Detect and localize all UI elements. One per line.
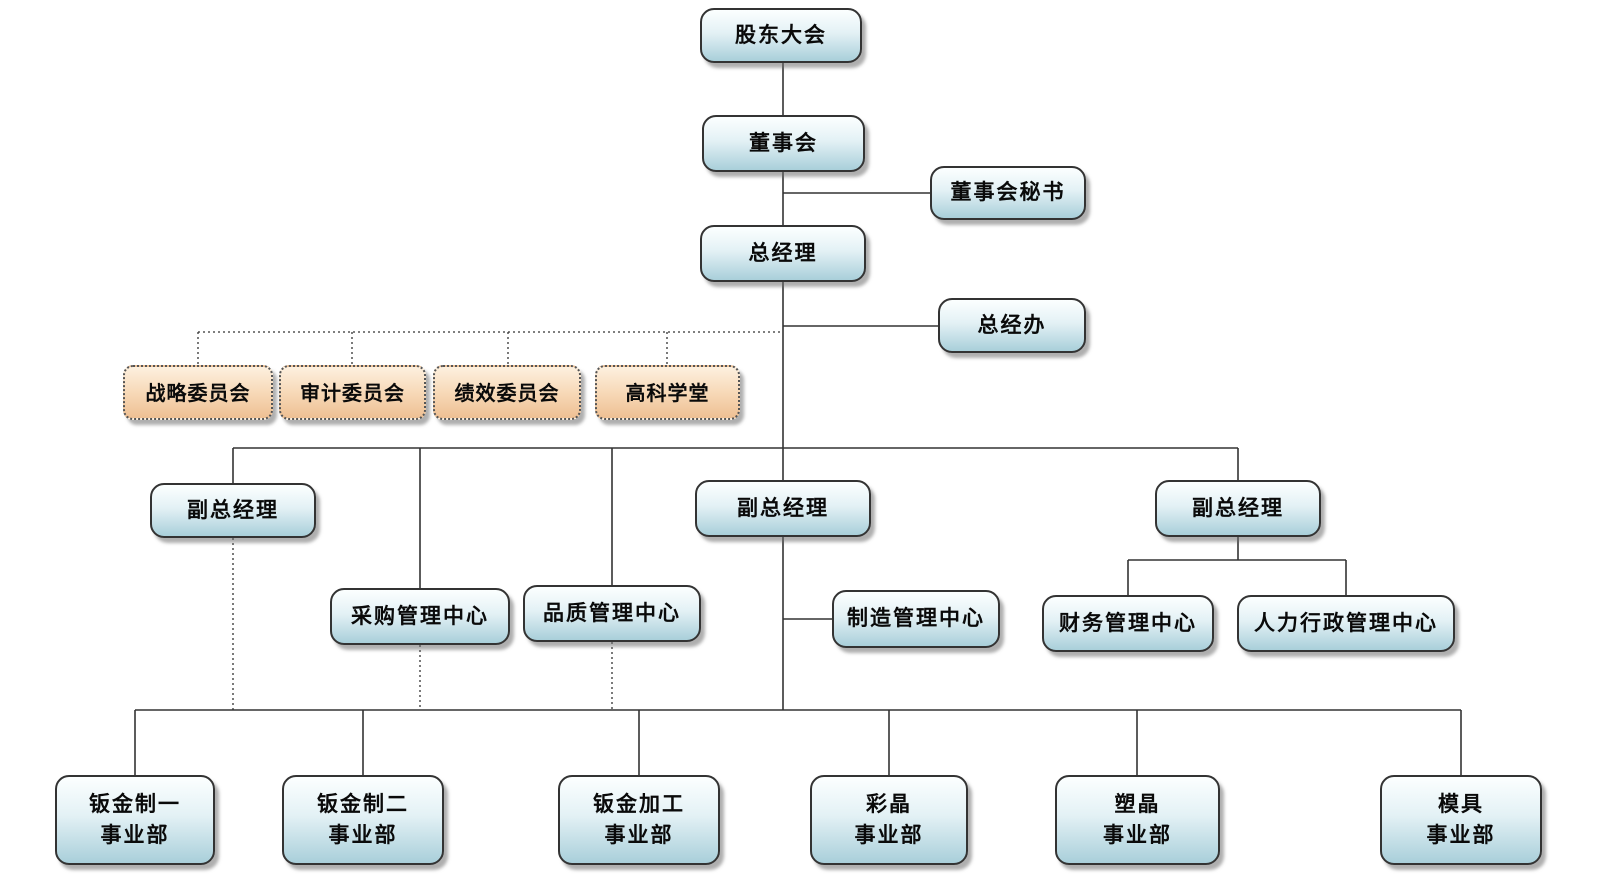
node-label: 股东大会 — [735, 22, 827, 47]
node-label: 审计委员会 — [300, 380, 405, 405]
node-label: 钣金制二 事业部 — [317, 791, 409, 848]
node-board-of-directors: 董事会 — [702, 115, 865, 172]
node-label: 塑晶 事业部 — [1103, 791, 1172, 848]
node-label: 模具 事业部 — [1426, 791, 1496, 848]
node-label: 钣金加工 事业部 — [593, 791, 685, 848]
node-label: 董事会秘书 — [950, 180, 1066, 205]
node-label: 董事会 — [749, 130, 818, 155]
node-quality-center: 品质管理中心 — [523, 585, 701, 642]
node-label: 财务管理中心 — [1059, 610, 1197, 635]
node-label: 采购管理中心 — [351, 603, 489, 628]
node-label: 副总经理 — [1192, 495, 1284, 520]
node-label: 品质管理中心 — [543, 600, 681, 625]
node-sheet-metal-mfg2-division: 钣金制二 事业部 — [282, 775, 444, 865]
node-label: 战略委员会 — [145, 380, 251, 405]
node-gm-office: 总经办 — [938, 298, 1086, 353]
node-label: 高科学堂 — [625, 380, 710, 405]
node-shareholders-meeting: 股东大会 — [700, 8, 862, 63]
node-board-secretary: 董事会秘书 — [930, 166, 1086, 220]
node-deputy-gm-right: 副总经理 — [1155, 480, 1321, 537]
node-label: 绩效委员会 — [454, 380, 560, 405]
node-label: 总经理 — [748, 240, 818, 265]
node-mold-division: 模具 事业部 — [1380, 775, 1542, 865]
node-label: 人力行政管理中心 — [1254, 610, 1438, 635]
node-performance-committee: 绩效委员会 — [433, 365, 581, 420]
node-manufacturing-center: 制造管理中心 — [832, 590, 1000, 648]
node-hr-admin-center: 人力行政管理中心 — [1237, 595, 1455, 652]
node-procurement-center: 采购管理中心 — [330, 588, 510, 645]
node-label: 副总经理 — [737, 495, 829, 520]
node-sheet-metal-mfg1-division: 钣金制一 事业部 — [55, 775, 215, 865]
node-color-crystal-division: 彩晶 事业部 — [810, 775, 968, 865]
node-label: 副总经理 — [187, 497, 279, 522]
node-strategy-committee: 战略委员会 — [123, 365, 273, 420]
node-plastic-crystal-division: 塑晶 事业部 — [1055, 775, 1220, 865]
node-deputy-gm-left: 副总经理 — [150, 483, 316, 538]
node-deputy-gm-center: 副总经理 — [695, 480, 871, 537]
node-label: 制造管理中心 — [847, 606, 985, 631]
node-audit-committee: 审计委员会 — [279, 365, 426, 420]
node-general-manager: 总经理 — [700, 225, 866, 282]
node-gaoke-academy: 高科学堂 — [595, 365, 740, 420]
node-label: 彩晶 事业部 — [854, 791, 924, 848]
node-sheet-metal-processing-division: 钣金加工 事业部 — [558, 775, 720, 865]
node-label: 总经办 — [977, 312, 1047, 337]
node-label: 钣金制一 事业部 — [89, 791, 181, 848]
node-finance-center: 财务管理中心 — [1042, 595, 1214, 652]
